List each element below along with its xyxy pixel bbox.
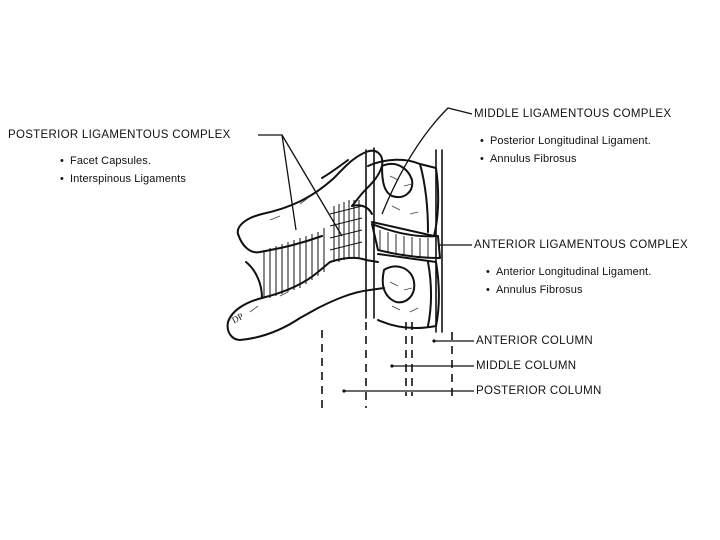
middle-complex-item: Annulus Fibrosus <box>478 150 651 168</box>
upper-posterior-element <box>238 151 383 234</box>
anterior-complex-list: Anterior Longitudinal Ligament. Annulus … <box>484 263 651 299</box>
pedicle-upper <box>352 205 372 214</box>
lower-body-front <box>428 262 431 326</box>
upper-lamina-lower-edge <box>238 234 322 252</box>
facet-capsule-hatching <box>330 200 362 262</box>
lower-posterior-element <box>228 262 330 322</box>
middle-complex-list: Posterior Longitudinal Ligament. Annulus… <box>478 132 651 168</box>
posterior-complex-list: Facet Capsules. Interspinous Ligaments <box>58 152 186 188</box>
upper-body-front <box>420 164 428 232</box>
lower-lamina-body <box>246 262 262 298</box>
posterior-column-label: POSTERIOR COLUMN <box>476 385 602 398</box>
posterior-complex-title: POSTERIOR LIGAMENTOUS COMPLEX <box>8 129 231 142</box>
middle-complex-item: Posterior Longitudinal Ligament. <box>478 132 651 150</box>
posterior-complex-item: Interspinous Ligaments <box>58 170 186 188</box>
anterior-column-label: ANTERIOR COLUMN <box>476 335 593 348</box>
middle-column-label: MIDDLE COLUMN <box>476 360 576 373</box>
inferior-facet <box>383 266 415 302</box>
anterior-complex-item: Anterior Longitudinal Ligament. <box>484 263 651 281</box>
pedicle-lower <box>330 258 378 262</box>
posterior-complex-item: Facet Capsules. <box>58 152 186 170</box>
middle-complex-title: MIDDLE LIGAMENTOUS COMPLEX <box>474 108 671 121</box>
anterior-complex-item: Annulus Fibrosus <box>484 281 651 299</box>
anterior-complex-title: ANTERIOR LIGAMENTOUS COMPLEX <box>474 239 688 252</box>
column-boundary-lines <box>322 322 452 414</box>
posterior-complex-leader-b <box>282 135 342 236</box>
